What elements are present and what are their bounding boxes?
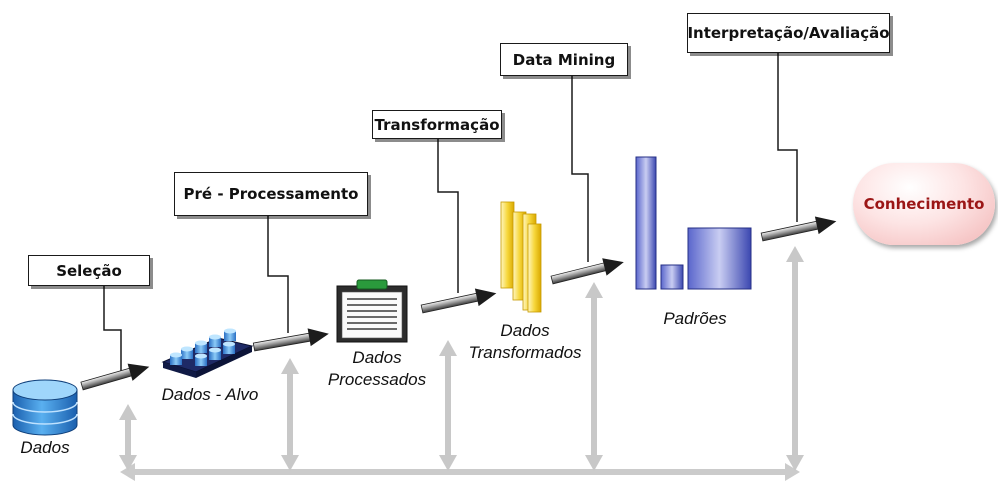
node-dados-alvo-label: Dados - Alvo	[150, 384, 270, 406]
step-interpretacao-avaliacao: Interpretação/Avaliação	[687, 13, 890, 53]
dados-processados-line1: Dados	[352, 348, 402, 367]
step-pre-processamento: Pré - Processamento	[174, 172, 368, 216]
step-data-mining: Data Mining	[500, 43, 628, 76]
database-icon	[12, 379, 78, 436]
node-dados-label: Dados	[10, 437, 80, 459]
step-interpretacao-avaliacao-label: Interpretação/Avaliação	[687, 24, 890, 42]
step-transformacao: Transformação	[372, 110, 502, 139]
dados-processados-line2: Processados	[327, 370, 427, 389]
step-data-mining-label: Data Mining	[512, 50, 616, 69]
arrow-alvo-to-processados	[252, 328, 329, 352]
feedback-arrows	[119, 246, 804, 481]
conhecimento-text: Conhecimento	[863, 195, 985, 213]
arrow-transformados-to-padroes	[550, 258, 624, 285]
dados-transformados-line1: Dados	[500, 321, 550, 340]
arrow-processados-to-transformados	[420, 288, 497, 314]
node-dados-transformados-label: Dados Transformados	[460, 320, 590, 364]
dados-text: Dados	[20, 438, 70, 457]
transformed-data-icon	[500, 201, 542, 313]
node-padroes-label: Padrões	[650, 308, 740, 330]
connector-lines	[103, 53, 798, 372]
arrow-dados-to-alvo	[80, 363, 150, 391]
arrow-padroes-to-conhecimento	[760, 216, 837, 242]
patterns-icon	[635, 156, 752, 290]
step-transformacao-label: Transformação	[374, 115, 500, 134]
step-pre-processamento-label: Pré - Processamento	[183, 185, 359, 203]
process-arrows	[80, 216, 837, 391]
dados-transformados-line2: Transformados	[468, 343, 582, 362]
target-data-icon	[161, 328, 254, 378]
clipboard-icon	[336, 279, 408, 343]
step-selecao: Seleção	[28, 255, 150, 286]
dados-alvo-text: Dados - Alvo	[161, 385, 259, 404]
padroes-text: Padrões	[663, 309, 727, 328]
conhecimento-bubble: Conhecimento	[853, 163, 995, 245]
step-selecao-label: Seleção	[56, 261, 122, 280]
node-dados-processados-label: Dados Processados	[322, 347, 432, 391]
